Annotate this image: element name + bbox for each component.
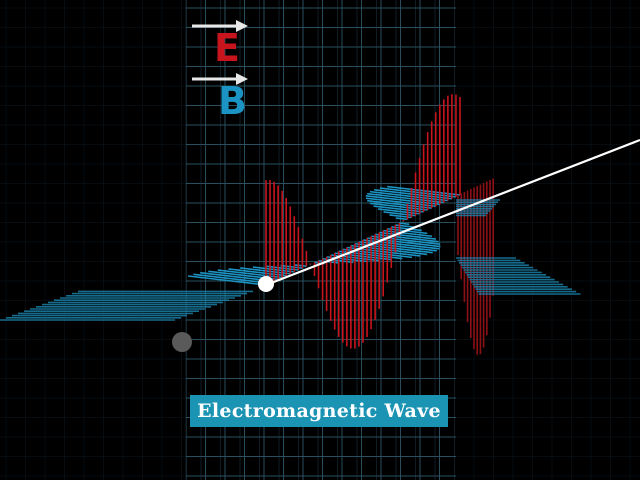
b-field-slice	[188, 275, 267, 286]
magnetic-field-wave-front	[0, 199, 581, 321]
b-field-slice	[322, 257, 354, 264]
e-vector-arrow-icon	[192, 20, 248, 32]
magnetic-field-label: B	[218, 79, 247, 123]
caption-banner: Electromagnetic Wave	[190, 395, 448, 427]
b-field-slice	[395, 217, 408, 221]
b-field-slice	[379, 231, 436, 240]
left-dim-panel	[0, 0, 186, 480]
wave-origin-marker	[258, 276, 274, 292]
electric-field-label: E	[214, 26, 240, 70]
caption-title: Electromagnetic Wave	[197, 400, 441, 422]
b-field-slice	[193, 273, 271, 284]
b-field-slice	[399, 222, 410, 226]
b-field-slice	[391, 226, 422, 232]
b-field-slice	[383, 211, 416, 217]
b-vector-arrow-icon	[192, 73, 248, 85]
b-field-slice	[369, 190, 448, 202]
b-field-slice	[228, 268, 287, 277]
b-field-slice	[378, 208, 420, 215]
propagation-axis	[265, 138, 640, 287]
b-field-slice	[217, 269, 283, 279]
b-field-slice	[375, 233, 439, 243]
b-field-slice	[367, 199, 432, 209]
b-field-slice	[294, 264, 307, 268]
b-field-slice	[374, 188, 453, 200]
wave-origin-marker-dim	[172, 332, 192, 352]
b-field-slice	[369, 202, 428, 211]
